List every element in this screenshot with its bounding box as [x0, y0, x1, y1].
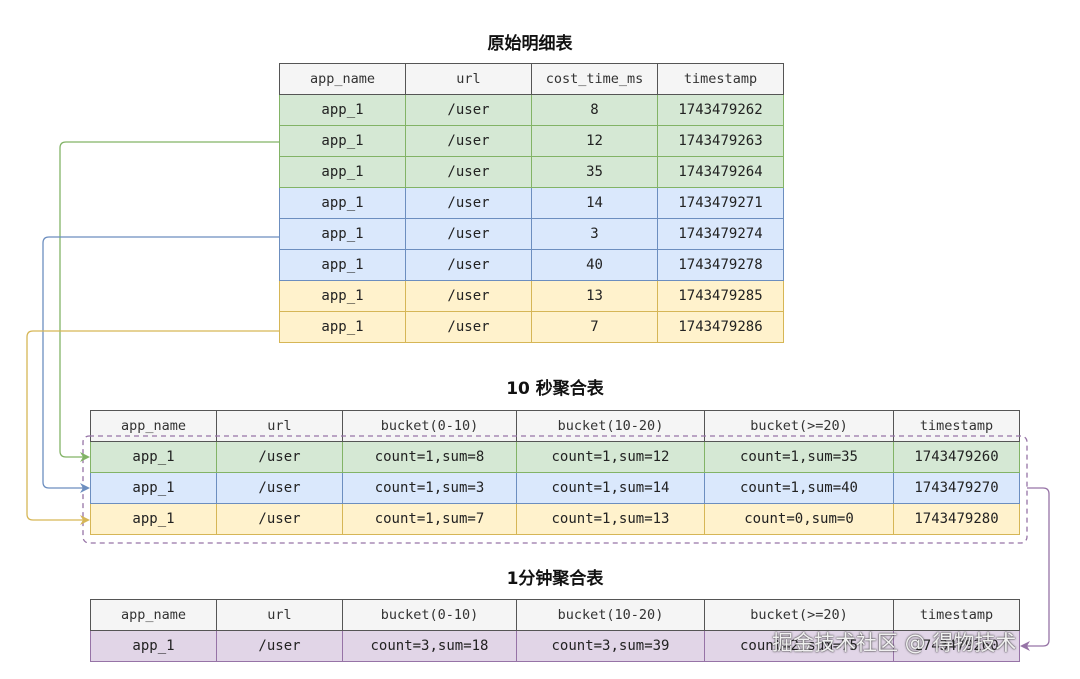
raw-table-cell: /user: [405, 125, 532, 157]
raw-table-cell: app_1: [279, 311, 406, 343]
agg10s-table-cell: /user: [216, 472, 343, 504]
raw-table-cell: /user: [405, 94, 532, 126]
agg10s-table-header-cell: timestamp: [893, 410, 1020, 442]
raw-table-cell: app_1: [279, 125, 406, 157]
raw-table-cell: app_1: [279, 280, 406, 312]
agg10s-table-cell: count=1,sum=12: [516, 441, 705, 473]
raw-table-cell: 1743479262: [657, 94, 784, 126]
agg10s-table-header-cell: bucket(10-20): [516, 410, 705, 442]
agg1m-table-cell: app_1: [90, 630, 217, 662]
agg1m-table-cell: /user: [216, 630, 343, 662]
agg10s-table-cell: 1743479270: [893, 472, 1020, 504]
agg1m-table-cell: count=3,sum=39: [516, 630, 705, 662]
raw-table-cell: /user: [405, 249, 532, 281]
raw-table-cell: /user: [405, 311, 532, 343]
raw-table-cell: 1743479264: [657, 156, 784, 188]
raw-table-cell: app_1: [279, 218, 406, 250]
raw-table-cell: /user: [405, 218, 532, 250]
agg1m-table-header-cell: url: [216, 599, 343, 631]
raw-table-cell: app_1: [279, 156, 406, 188]
agg10s-table-cell: count=1,sum=13: [516, 503, 705, 535]
agg10s-table-header-cell: url: [216, 410, 343, 442]
agg1m-table-header-cell: bucket(>=20): [704, 599, 894, 631]
raw-table-cell: 14: [531, 187, 658, 219]
agg1m-table-header-cell: app_name: [90, 599, 217, 631]
raw-table-cell: app_1: [279, 187, 406, 219]
agg10s-table-cell: count=1,sum=40: [704, 472, 894, 504]
agg10s-table-title: 10 秒聚合表: [506, 379, 604, 399]
agg1m-table-header-cell: bucket(10-20): [516, 599, 705, 631]
raw-table-cell: 1743479271: [657, 187, 784, 219]
raw-table-header-cell: url: [405, 63, 532, 95]
agg1m-table-cell: count=2,sum=75: [704, 630, 894, 662]
raw-table-cell: 12: [531, 125, 658, 157]
raw-table-cell: 1743479286: [657, 311, 784, 343]
raw-table-cell: 7: [531, 311, 658, 343]
agg1m-table-header-cell: bucket(0-10): [342, 599, 517, 631]
raw-table-cell: 1743479263: [657, 125, 784, 157]
agg10s-table-cell: app_1: [90, 503, 217, 535]
watermark-text: 掘金技术社区 @ 得物技术: [772, 631, 1017, 655]
agg10s-table-cell: count=1,sum=3: [342, 472, 517, 504]
agg1m-table-cell: 1743479260: [893, 630, 1020, 662]
raw-table-cell: 1743479285: [657, 280, 784, 312]
raw-table-header-cell: cost_time_ms: [531, 63, 658, 95]
raw-table-cell: 13: [531, 280, 658, 312]
agg10s-table-header-cell: app_name: [90, 410, 217, 442]
agg1m-table-header-cell: timestamp: [893, 599, 1020, 631]
agg10s-table-header-cell: bucket(0-10): [342, 410, 517, 442]
agg10s-table-cell: count=1,sum=8: [342, 441, 517, 473]
raw-table-cell: 1743479278: [657, 249, 784, 281]
agg10s-table-header-cell: bucket(>=20): [704, 410, 894, 442]
raw-table-cell: 40: [531, 249, 658, 281]
agg10s-table-cell: count=1,sum=7: [342, 503, 517, 535]
agg10s-table-cell: 1743479260: [893, 441, 1020, 473]
agg10s-table-cell: count=0,sum=0: [704, 503, 894, 535]
raw-table-header-cell: timestamp: [657, 63, 784, 95]
agg10s-table-cell: /user: [216, 441, 343, 473]
agg10s-table-cell: count=1,sum=14: [516, 472, 705, 504]
raw-table-cell: /user: [405, 280, 532, 312]
purple-connector-arrow: [1020, 487, 1050, 651]
agg10s-table-cell: 1743479280: [893, 503, 1020, 535]
raw-table-cell: 8: [531, 94, 658, 126]
agg10s-table-cell: app_1: [90, 441, 217, 473]
agg1m-table-cell: count=3,sum=18: [342, 630, 517, 662]
raw-table-title: 原始明细表: [487, 34, 573, 54]
raw-table-cell: /user: [405, 187, 532, 219]
raw-table-cell: 3: [531, 218, 658, 250]
agg1m-table-title: 1分钟聚合表: [506, 569, 604, 589]
raw-table-cell: app_1: [279, 249, 406, 281]
agg10s-table-cell: app_1: [90, 472, 217, 504]
agg10s-table-cell: count=1,sum=35: [704, 441, 894, 473]
raw-table-cell: app_1: [279, 94, 406, 126]
raw-table-cell: /user: [405, 156, 532, 188]
raw-table-cell: 1743479274: [657, 218, 784, 250]
raw-table-header-cell: app_name: [279, 63, 406, 95]
agg10s-table-cell: /user: [216, 503, 343, 535]
raw-table-cell: 35: [531, 156, 658, 188]
